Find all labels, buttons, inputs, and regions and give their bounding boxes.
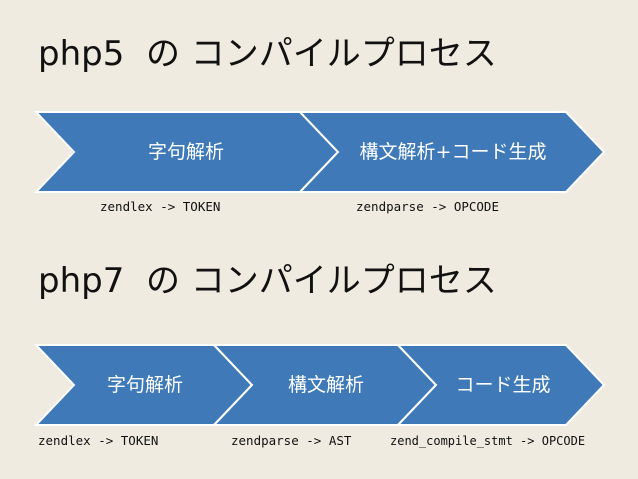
php5-step1-label: 字句解析 (147, 141, 224, 163)
php5-version: php5 (38, 34, 125, 74)
php7-step1-label: 字句解析 (106, 374, 183, 396)
php7-step3-caption: zend_compile_stmt -> OPCODE (390, 434, 586, 448)
php7-step2-label: 構文解析 (287, 374, 364, 396)
php7-chevron-codegen (395, 344, 606, 426)
php7-version: php7 (38, 261, 125, 301)
php5-step2-label: 構文解析+コード生成 (359, 141, 547, 163)
php5-step2-caption: zendparse -> OPCODE (356, 199, 499, 214)
php7-step3-label: コード生成 (455, 374, 551, 396)
php7-step2-caption: zendparse -> AST (231, 433, 352, 448)
php7-step1-caption: zendlex -> TOKEN (38, 433, 159, 448)
php5-chevron-parse-codegen (297, 111, 606, 193)
php5-heading: php5 の コンパイルプロセス (38, 34, 497, 74)
php7-title-text: の コンパイルプロセス (145, 261, 497, 301)
php7-heading: php7 の コンパイルプロセス (38, 261, 497, 301)
php5-step1-caption: zendlex -> TOKEN (100, 199, 221, 214)
php5-title-text: の コンパイルプロセス (145, 34, 497, 74)
